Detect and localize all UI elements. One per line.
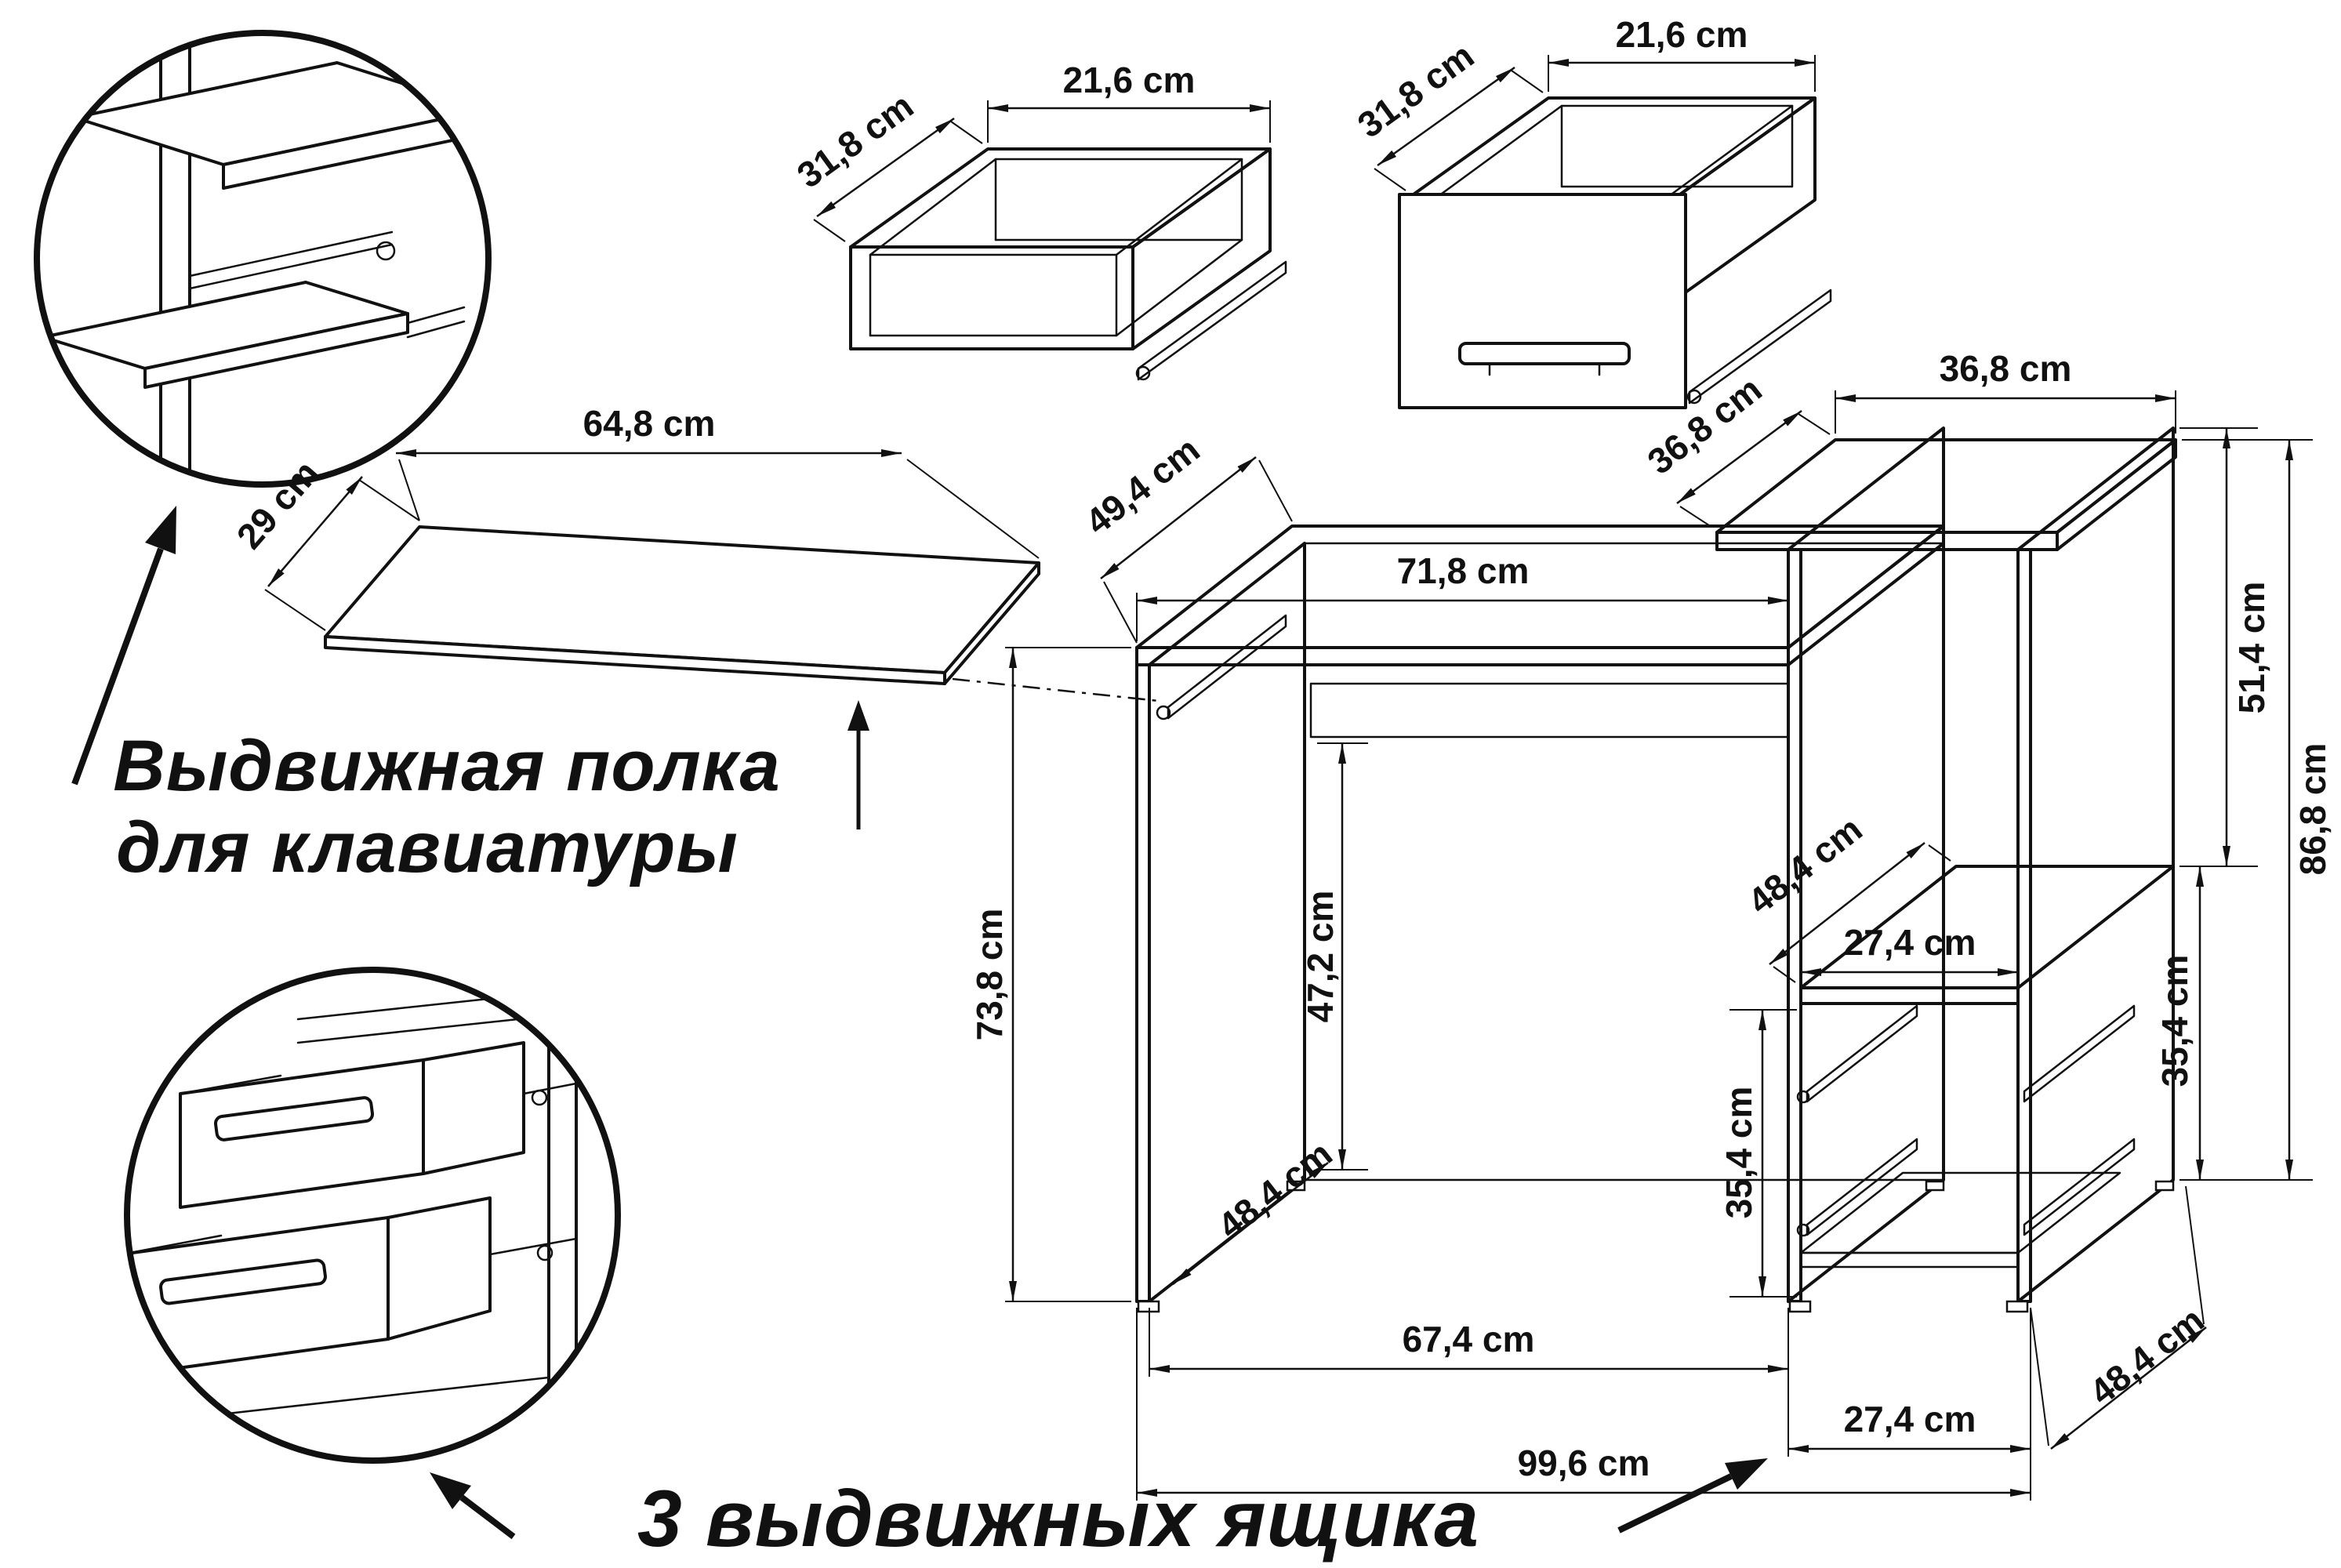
desk-foot [2005, 1300, 2029, 1313]
dim-desk-width: 71,8 cm [1397, 550, 1530, 591]
desk-foot [1788, 1300, 1812, 1313]
dim-upper-section-height: 51,4 cm [2231, 582, 2272, 714]
dim-mid-shelf-width: 27,4 cm [1844, 922, 1976, 963]
drawer-box-2 [1398, 96, 1832, 409]
dim-pedestal-width: 27,4 cm [1844, 1399, 1976, 1439]
dim-desk-height: 73,8 cm [969, 909, 1010, 1041]
callout-arrow-top [71, 547, 164, 786]
drawers-note: 3 выдвижных ящика [637, 1474, 1479, 1563]
callout-arrow-bottom-left [459, 1494, 516, 1540]
dim-total-width: 99,6 cm [1518, 1443, 1650, 1483]
dim-drawer-inner-height: 35,4 cm [1719, 1087, 1759, 1219]
dim-drawer1-depth: 31,8 cm [789, 85, 920, 195]
desk-assembly [1135, 426, 2177, 1313]
keyboard-shelf-panel [324, 525, 1160, 829]
drawer-box-1 [849, 147, 1287, 381]
dim-mid-shelf-depth: 48,4 cm [1740, 808, 1870, 922]
dim-drawer2-depth: 31,8 cm [1350, 34, 1481, 145]
detail-circle-top [34, 30, 492, 488]
dim-kneehole-height: 47,2 cm [1300, 891, 1341, 1023]
dim-desk-depth: 49,4 cm [1078, 429, 1207, 543]
keyboard-shelf-detail-callout [34, 30, 492, 786]
dim-pedestal-depth: 48,4 cm [2082, 1299, 2212, 1413]
desk-foot [1925, 1180, 1945, 1192]
drawer-handle [1458, 342, 1631, 365]
dim-drawer2-width: 21,6 cm [1616, 14, 1748, 55]
dim-total-height: 86,8 cm [2292, 743, 2333, 876]
drawer-front-panel [1398, 193, 1687, 409]
detail-circle-bottom [124, 967, 621, 1464]
callout-arrow-bottom-right [1617, 1473, 1733, 1534]
dim-drawer-section-height: 35,4 cm [2154, 955, 2195, 1087]
annotations: Выдвижная полка для клавиатуры 3 выдвижн… [113, 726, 1768, 1563]
desk-foot [2154, 1180, 2175, 1192]
insert-arrow [847, 700, 869, 731]
keyboard-shelf-note-line1: Выдвижная полка [113, 726, 780, 806]
drawers-detail-callout [124, 967, 621, 1464]
dim-drawer1-width: 21,6 cm [1063, 60, 1196, 100]
dim-side-panel-depth: 48,4 cm [1210, 1133, 1340, 1247]
dim-kneehole-width: 67,4 cm [1403, 1319, 1535, 1359]
dim-kb-depth: 29 cm [229, 452, 327, 557]
dim-top-shelf-width: 36,8 cm [1940, 348, 2072, 389]
keyboard-shelf-note-line2: для клавиатуры [116, 808, 739, 887]
dim-kb-length: 64,8 cm [583, 403, 716, 444]
slide-in-guide-line [952, 677, 1160, 702]
